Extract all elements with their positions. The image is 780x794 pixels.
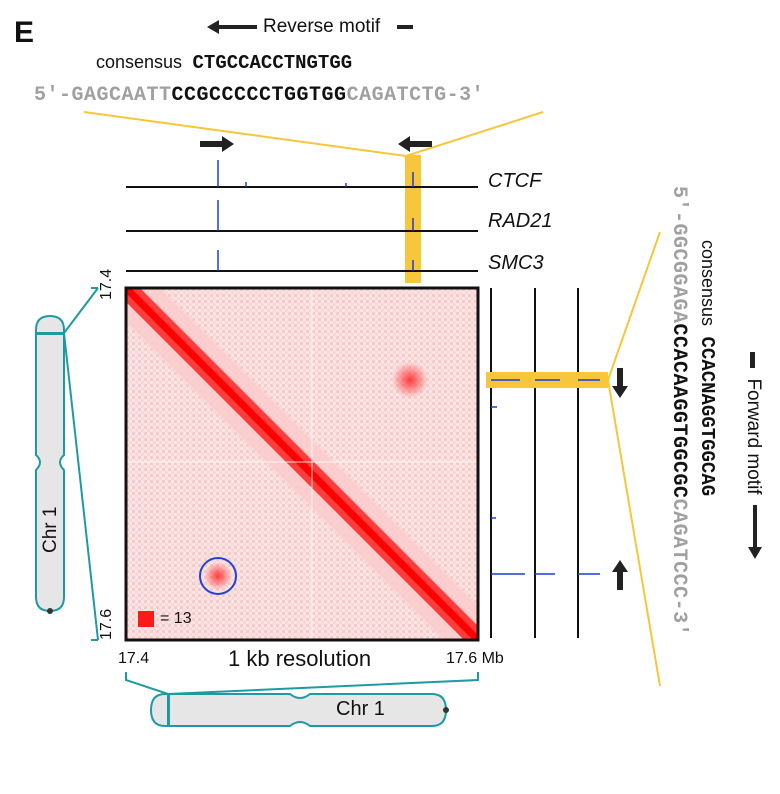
forward-motif-label: Forward motif — [743, 378, 764, 495]
vertical-chip-tracks — [486, 288, 608, 638]
reverse-motif-label: Reverse motif — [263, 16, 381, 37]
y-tick-bottom: 17.6 — [98, 608, 115, 640]
forward-motif-header: Forward motif — [742, 352, 764, 561]
reverse-zoom-lines — [83, 111, 544, 158]
down-arrow-icon — [612, 368, 628, 398]
chromosome-label-vertical: Chr 1 — [40, 506, 61, 553]
chromosome-vertical — [35, 287, 99, 641]
dash-icon — [397, 25, 413, 29]
consensus-word: consensus — [96, 52, 183, 72]
left-arrow-icon — [207, 20, 257, 34]
legend-label: = 13 — [160, 610, 192, 627]
loop-dot — [204, 562, 232, 590]
right-arrow-icon — [200, 136, 234, 152]
reverse-seq-suffix: CAGATCTG-3′ — [346, 84, 485, 107]
panel-letter: E — [14, 16, 35, 49]
chromosome-label-horizontal: Chr 1 — [336, 698, 385, 720]
vertical-peaks — [491, 379, 600, 575]
consensus-word: consensus — [698, 240, 718, 327]
reverse-consensus-seq: CTGCCACCTNGTGG — [192, 52, 353, 74]
y-tick-top: 17.4 — [98, 268, 115, 300]
chromosome-horizontal — [125, 672, 479, 727]
reverse-seq-prefix: 5′-GAGCAATT — [34, 84, 172, 107]
track-label-smc3: SMC3 — [488, 252, 544, 274]
left-arrow-icon — [398, 136, 432, 152]
loop-dot — [392, 362, 428, 398]
track-label-ctcf: CTCF — [488, 170, 542, 192]
forward-zoom-lines — [606, 231, 661, 687]
resolution-label: 1 kb resolution — [228, 646, 372, 671]
x-tick-right: 17.6 Mb — [446, 650, 504, 667]
forward-seq-core: CCACAAGGTGGCGC — [667, 323, 690, 499]
loop-circle — [199, 557, 237, 595]
chip-tracks — [126, 160, 478, 272]
legend-swatch — [138, 611, 154, 627]
reverse-sequence: 5′-GAGCAATTCCGCCCCCTGGTGGCAGATCTG-3′ — [34, 84, 484, 107]
chip-peaks — [217, 160, 414, 271]
forward-consensus: consensus CCACNAGGTGGCAG — [696, 240, 718, 496]
forward-seq-prefix: 5′-GGCGGAGA — [667, 186, 690, 324]
right-arrow-icon — [742, 505, 763, 561]
dash-icon — [749, 352, 755, 368]
contact-heatmap — [124, 286, 480, 642]
forward-sequence: 5′-GGCGGAGACCACAAGGTGGCGCCAGATCCC-3′ — [667, 186, 690, 636]
track-label-rad21: RAD21 — [488, 210, 553, 232]
heatmap-frame — [124, 286, 480, 642]
forward-seq-suffix: CAGATCCC-3′ — [667, 498, 690, 637]
reverse-consensus: consensus CTGCCACCTNGTGG — [96, 52, 352, 74]
forward-consensus-seq: CCACNAGGTGGCAG — [696, 336, 718, 497]
reverse-seq-core: CCGCCCCCTGGTGG — [171, 84, 347, 107]
reverse-motif-header: Reverse motif — [205, 14, 415, 40]
up-arrow-icon — [612, 560, 628, 590]
x-tick-left: 17.4 — [118, 650, 150, 667]
